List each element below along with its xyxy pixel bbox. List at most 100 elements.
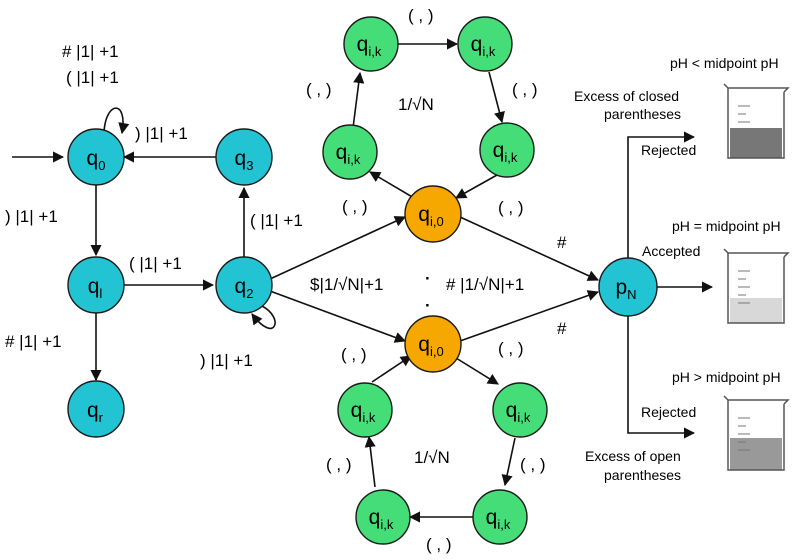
state-qr: qr — [67, 380, 125, 438]
q0-self-loop — [103, 107, 130, 135]
edges — [12, 38, 714, 523]
state-q2-label: q2 — [235, 275, 254, 301]
vertical-dots-lower: · — [425, 296, 431, 315]
edge-cycle-top-4 — [488, 71, 505, 124]
basic-reason-line1: Excess of open — [585, 448, 681, 464]
q0-loop-label-hash: # |1| +1 — [62, 42, 119, 61]
state-ql-circle — [67, 256, 125, 314]
state-qik-label: qi,k — [336, 141, 361, 167]
edge-cycle-top-5 — [455, 174, 498, 199]
beaker-basic-icon — [723, 395, 790, 471]
state-qi0-top-label: qi,0 — [418, 203, 443, 229]
state-q3-label: q3 — [235, 147, 254, 173]
state-qik-label: qi,k — [486, 506, 511, 532]
basic-result-label: Rejected — [641, 404, 696, 420]
state-qik-bot-left-lower: qi,k — [355, 489, 411, 545]
state-q0-label: q0 — [87, 147, 106, 173]
state-qik-top-right-lower: qi,k — [479, 122, 535, 178]
ql-qr-label: # |1| +1 — [5, 332, 62, 351]
state-ql-label: ql — [88, 275, 103, 301]
cycle-amplitude-top: 1/√N — [398, 95, 434, 114]
basic-reason-line2: parentheses — [604, 467, 681, 483]
paren-label: ( , ) — [342, 197, 368, 216]
state-qik-top-left-upper: qi,k — [343, 16, 399, 72]
state-qik-bot-right-lower: qi,k — [472, 489, 528, 545]
cycle-amplitude-bottom: 1/√N — [414, 448, 450, 467]
q3-q0-label: ) |1| +1 — [135, 124, 188, 143]
edge-pN-basic — [627, 314, 696, 439]
edge-qi0-top-pN — [459, 216, 600, 281]
edge-q2-qi0-top — [269, 216, 407, 280]
state-qik-label: qi,k — [369, 506, 394, 532]
acid-reason-line2: parentheses — [604, 106, 681, 122]
edge-cycle-bot-5 — [371, 355, 412, 383]
state-qik-circle — [322, 124, 378, 180]
paren-label: ( , ) — [512, 80, 538, 99]
vertical-dots-upper: · — [425, 269, 431, 288]
state-qr-label: qr — [87, 399, 104, 425]
state-q2: q2 — [215, 256, 273, 314]
edge-q2-qi0-bottom — [269, 290, 407, 343]
state-ql: ql — [67, 256, 125, 314]
beaker-acid-icon — [723, 83, 790, 159]
state-qi0-top-circle — [404, 185, 462, 243]
acid-reason-line1: Excess of closed — [574, 88, 679, 104]
state-q3: q3 — [215, 128, 273, 186]
state-qr-circle — [67, 380, 125, 438]
state-pN: pN — [598, 257, 658, 317]
acid-ph-label: pH < midpoint pH — [670, 55, 779, 71]
acid-result-label: Rejected — [641, 142, 696, 158]
state-qik-bot-right-upper: qi,k — [492, 382, 548, 438]
q2-q3-label: ( |1| +1 — [250, 211, 303, 230]
edge-cycle-bot-4 — [364, 435, 376, 488]
branch-label-left: $|1/√N|+1 — [310, 275, 383, 294]
paren-label: ( , ) — [341, 345, 367, 364]
state-qik-top-left-lower: qi,k — [322, 124, 378, 180]
state-qik-bot-left-upper: qi,k — [337, 382, 393, 438]
edge-cycle-top-1 — [369, 171, 415, 199]
paren-label: ( , ) — [498, 339, 524, 358]
paren-label: ( , ) — [326, 455, 352, 474]
state-q0: q0 — [67, 128, 125, 186]
state-qik-circle — [479, 122, 535, 178]
edge-cycle-bot-2 — [501, 437, 516, 487]
state-qik-top-right-upper: qi,k — [457, 16, 513, 72]
hash-label-lower: # — [557, 319, 567, 338]
edge-cycle-bot-1 — [455, 357, 499, 385]
outcomes: pH < midpoint pH Excess of closed parent… — [574, 55, 790, 483]
state-q0-circle — [67, 128, 125, 186]
state-qi0-bottom: qi,0 — [404, 315, 462, 373]
state-pN-label: pN — [615, 276, 636, 302]
state-qik-label: qi,k — [351, 399, 376, 425]
neutral-ph-label: pH = midpoint pH — [672, 218, 781, 234]
state-qik-label: qi,k — [506, 399, 531, 425]
ql-q2-label: ( |1| +1 — [129, 254, 182, 273]
q2-self-loop — [251, 305, 276, 330]
state-qik-label: qi,k — [493, 139, 518, 165]
branch-label-right: # |1/√N|+1 — [446, 275, 524, 294]
state-qik-circle — [355, 489, 411, 545]
state-qik-circle — [472, 489, 528, 545]
paren-label: ( , ) — [408, 6, 434, 25]
state-nodes: q0 q3 ql q2 qr qi,0 qi,0 — [67, 16, 658, 545]
state-q2-circle — [215, 256, 273, 314]
q0-loop-label-open: ( |1| +1 — [66, 68, 119, 87]
state-qi0-bottom-circle — [404, 315, 462, 373]
state-q3-circle — [215, 128, 273, 186]
neutral-result-label: Accepted — [642, 243, 700, 259]
state-pN-circle — [598, 257, 658, 317]
state-qik-circle — [343, 16, 399, 72]
state-qik-label: qi,k — [471, 33, 496, 59]
paren-label: ( , ) — [520, 455, 546, 474]
state-qik-circle — [492, 382, 548, 438]
q2-loop-label: ) |1| +1 — [200, 351, 253, 370]
beaker-neutral-icon — [723, 248, 790, 324]
state-qi0-top: qi,0 — [404, 185, 462, 243]
edge-cycle-top-2 — [352, 71, 365, 129]
state-qi0-bottom-label: qi,0 — [418, 333, 443, 359]
paren-label: ( , ) — [306, 80, 332, 99]
q0-ql-label: ) |1| +1 — [5, 207, 58, 226]
paren-label: ( , ) — [426, 535, 452, 554]
